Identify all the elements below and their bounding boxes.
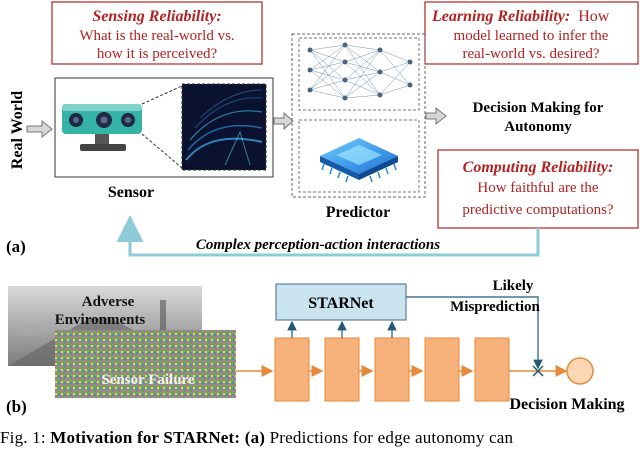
predictor-box: [291, 33, 426, 198]
layer-block: [474, 337, 510, 402]
sensor-to-predictor-arrow: [273, 111, 294, 131]
caption-prefix: Fig. 1:: [0, 428, 51, 447]
sensor-failure-image: [55, 330, 236, 398]
point-cloud-image: [181, 83, 267, 171]
feedback-loop-arrow: [116, 215, 540, 257]
output-node: [566, 357, 594, 385]
misprediction-label: Misprediction: [450, 299, 540, 315]
layer-block: [374, 337, 410, 402]
decision-making-line1: Decision Making for: [473, 100, 604, 116]
neural-network-icon: [307, 42, 413, 101]
camera-icon: [62, 104, 142, 151]
likely-label: Likely: [493, 278, 534, 294]
sensor-label: Sensor: [108, 184, 154, 201]
computing-reliability-line2: predictive computations?: [462, 202, 614, 218]
part-a-label: (a): [6, 237, 26, 256]
gate-cross-icon: [532, 365, 544, 377]
adverse-line1: Adverse: [82, 294, 135, 310]
layer-block: [424, 337, 460, 402]
network-layers: [274, 337, 510, 402]
zoom-line-bottom: [141, 133, 183, 169]
part-b-label: (b): [6, 397, 27, 416]
feedback-label: Complex perception-action interactions: [196, 237, 440, 253]
learning-reliability-box: [424, 1, 639, 65]
decision-making-line2: Autonomy: [504, 119, 572, 135]
starnet-input-arrows: [287, 320, 397, 338]
sensor-failure-label: Sensor Failure: [101, 372, 195, 388]
learning-reliability-title: Learning Reliability:: [431, 8, 570, 25]
zoom-line-top: [141, 85, 183, 105]
layer-block: [324, 337, 360, 402]
sensing-reliability-title: Sensing Reliability:: [92, 8, 221, 25]
figure-caption: Fig. 1: Motivation for STARNet: (a) Pred…: [0, 428, 640, 448]
sensing-reliability-line2: how it is perceived?: [97, 46, 218, 62]
sensing-reliability-box: [51, 1, 263, 65]
decision-making-label: Decision Making: [509, 396, 624, 413]
sensing-reliability-line1: What is the real-world vs.: [79, 28, 234, 44]
predictor-label: Predictor: [326, 204, 391, 221]
learning-reliability-line3: real-world vs. desired?: [462, 46, 599, 62]
adverse-line2: Environments: [55, 312, 146, 328]
caption-rest: Predictions for edge autonomy can: [269, 428, 514, 447]
input-arrow: [26, 119, 53, 139]
starnet-box: [275, 283, 407, 321]
learning-reliability-line2: model learned to infer the: [454, 28, 609, 44]
computing-reliability-line1: How faithful are the: [477, 180, 599, 196]
sensor-box: [54, 77, 274, 178]
predictor-to-decision-arrow: [425, 106, 447, 126]
layer-block: [274, 337, 310, 402]
learning-reliability-line1: How: [578, 8, 610, 25]
computing-reliability-title: Computing Reliability:: [463, 159, 614, 176]
real-world-label: Real World: [9, 91, 26, 169]
caption-bold: Motivation for STARNet:: [50, 428, 241, 447]
learning-reliability-title-line: Learning Reliability: How: [431, 8, 610, 25]
misprediction-arrow: [406, 296, 543, 370]
caption-sub-bold: (a): [244, 428, 266, 447]
starnet-label: STARNet: [308, 295, 374, 312]
processor-chip-icon: [320, 138, 398, 183]
